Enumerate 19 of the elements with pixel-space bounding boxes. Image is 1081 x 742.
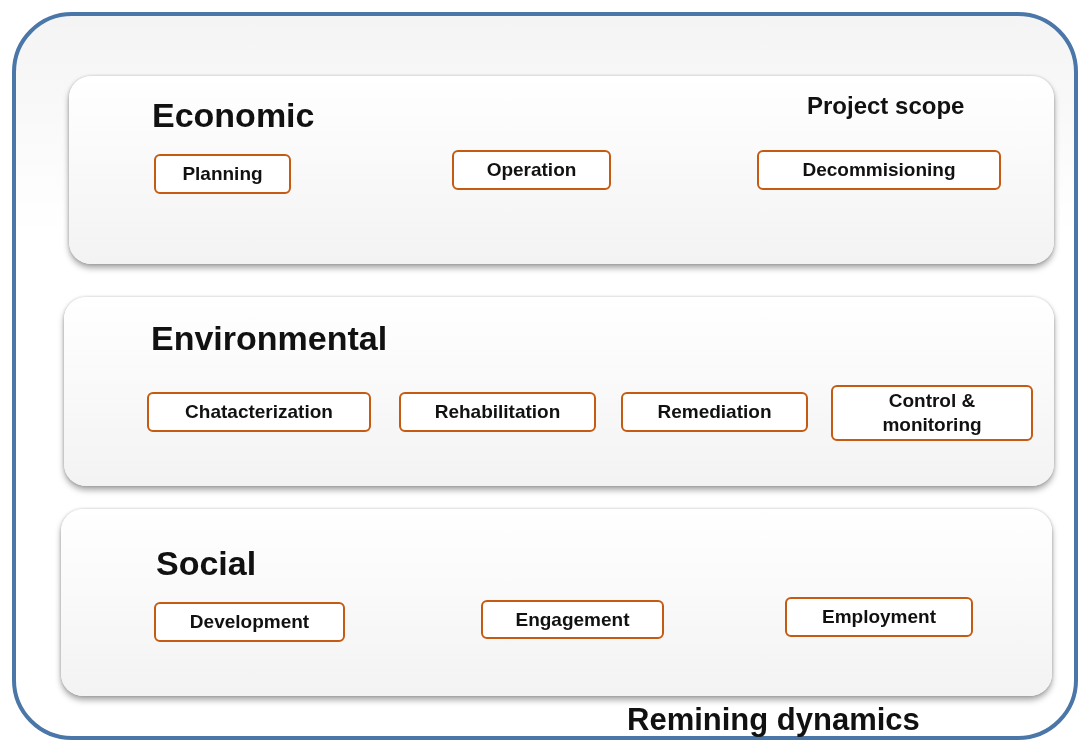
stage-box: Engagement xyxy=(481,600,664,639)
section-heading: Social xyxy=(156,544,257,583)
band-panel xyxy=(64,297,1054,486)
scope-label: Project scope xyxy=(807,92,965,120)
stage-box: Rehabilitation xyxy=(399,392,596,432)
outer-frame xyxy=(12,12,1078,740)
section-heading: Environmental xyxy=(151,319,388,358)
stage-box: Development xyxy=(154,602,345,642)
stage-box: Remediation xyxy=(621,392,808,432)
stage-box: Chatacterization xyxy=(147,392,371,432)
stage-box: Employment xyxy=(785,597,973,637)
frame-label: Remining dynamics xyxy=(627,702,920,738)
section-heading: Economic xyxy=(152,96,315,135)
band-panel xyxy=(61,509,1052,696)
stage-box: Control & monitoring xyxy=(831,385,1033,441)
stage-box: Operation xyxy=(452,150,611,190)
band-panel xyxy=(69,76,1054,264)
stage-box: Decommisioning xyxy=(757,150,1001,190)
stage-box: Planning xyxy=(154,154,291,194)
